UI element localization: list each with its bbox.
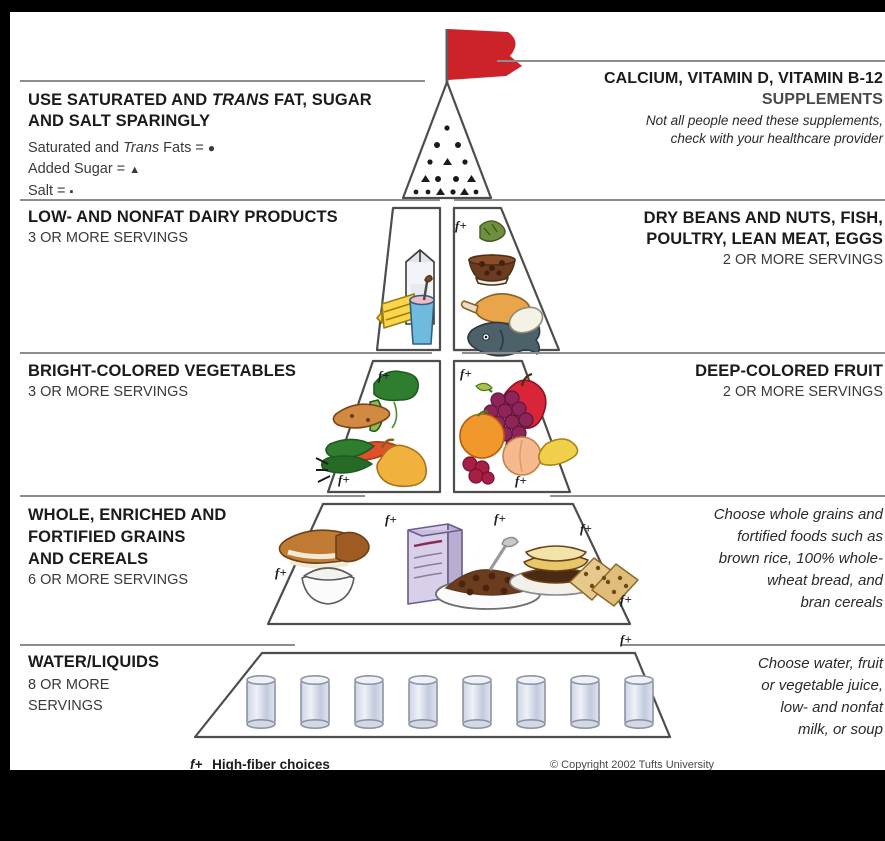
grains-note-line1: Choose whole grains and (713, 506, 883, 523)
pyramid-card: f+ f+ f+ f+ f+ f+ f+ f+ f+ f+ f+ US (10, 12, 885, 770)
water-servings-line1: 8 OR MORE (28, 677, 110, 693)
grains-servings: 6 OR MORE SERVINGS (28, 572, 189, 588)
water-note-line1: Choose water, fruit (757, 655, 883, 672)
water-glass (462, 674, 492, 729)
legend-salt: Salt = ▪ (28, 183, 74, 199)
footer-copyright: © Copyright 2002 Tufts University (550, 759, 715, 770)
water-glass (624, 674, 654, 729)
water-glass (408, 674, 438, 729)
grains-note: Choose whole grains and fortified foods … (620, 504, 883, 614)
water-note: Choose water, fruit or vegetable juice, … (620, 653, 883, 741)
fiber-marker: f+ (338, 472, 350, 487)
supplements-line2: SUPPLEMENTS (761, 91, 883, 108)
apex-right-heading: CALCIUM, VITAMIN D, VITAMIN B-12 SUPPLEM… (500, 68, 883, 110)
water-servings: 8 OR MORE SERVINGS (28, 675, 288, 717)
food-pear (538, 438, 579, 466)
pyramid-graphic: f+ f+ f+ f+ f+ f+ f+ f+ f+ f+ f+ (193, 29, 672, 739)
vegetables-heading: BRIGHT-COLORED VEGETABLES (28, 362, 297, 380)
protein-servings: 2 OR MORE SERVINGS (722, 252, 883, 268)
water-note-line3: low- and nonfat (780, 699, 883, 716)
fiber-key-label: High-fiber choices (212, 757, 330, 770)
rule-grains-right (550, 495, 885, 497)
apex-legend: Saturated and Trans Fats = ● Added Sugar… (28, 138, 398, 203)
rule-dairy (20, 199, 440, 201)
water-glass-row (246, 674, 654, 729)
water-heading: WATER/LIQUIDS (28, 653, 160, 671)
rule-fruit (462, 352, 885, 354)
fiber-marker: f+ (620, 592, 632, 607)
fiber-key-symbol: f+ (190, 757, 203, 770)
fiber-marker: f+ (580, 521, 592, 536)
water-note-line4: milk, or soup (797, 721, 883, 738)
grains-heading-line1: WHOLE, ENRICHED AND (28, 506, 227, 524)
food-bread-loaf (278, 529, 370, 569)
grains-note-line5: bran cereals (800, 594, 883, 611)
grains-heading: WHOLE, ENRICHED AND FORTIFIED GRAINS AND… (28, 504, 348, 570)
fruit-servings: 2 OR MORE SERVINGS (722, 384, 883, 400)
food-berries (462, 456, 495, 485)
fiber-markers: f+ f+ f+ f+ f+ f+ f+ f+ f+ f+ f+ (275, 218, 632, 647)
fiber-marker: f+ (275, 565, 287, 580)
food-greens (315, 438, 375, 483)
fiber-marker: f+ (620, 632, 632, 647)
food-crackers (569, 557, 639, 607)
food-beans-bowl (468, 254, 516, 286)
vegetables-servings: 3 OR MORE SERVINGS (28, 384, 189, 400)
food-nuts (479, 220, 506, 242)
supplements-line1: CALCIUM, VITAMIN D, VITAMIN B-12 (603, 70, 883, 87)
apex-symbol-cluster (413, 125, 479, 195)
rule-water (20, 644, 295, 646)
food-yogurt-cup (409, 274, 435, 345)
rule-water-right (622, 644, 885, 646)
rule-apex-left (20, 80, 425, 82)
food-rice-bowl (301, 567, 355, 605)
rule-apex-right (497, 60, 885, 62)
fiber-marker: f+ (455, 218, 467, 233)
grains-note-line3: brown rice, 100% whole- (718, 550, 883, 567)
water-glass (300, 674, 330, 729)
protein-heading: DRY BEANS AND NUTS, FISH, POULTRY, LEAN … (550, 208, 883, 250)
food-sweet-potato (332, 403, 391, 429)
fruit-heading: DEEP-COLORED FRUIT (695, 362, 883, 380)
legend-sugar: Added Sugar = ▲ (28, 161, 141, 177)
grains-heading-line3: AND CEREALS (28, 550, 149, 568)
dairy-heading: LOW- AND NONFAT DAIRY PRODUCTS (28, 208, 338, 226)
apex-right-note: Not all people need these supplements, c… (500, 112, 883, 148)
tier-apex-shape (401, 80, 493, 200)
protein-heading-line2: POULTRY, LEAN MEAT, EGGS (646, 230, 883, 248)
rule-grains (20, 495, 365, 497)
dairy-servings: 3 OR MORE SERVINGS (28, 230, 189, 246)
food-orange (459, 410, 505, 459)
fiber-marker: f+ (378, 368, 390, 383)
supplements-note1: Not all people need these supplements, (645, 113, 883, 128)
fiber-marker: f+ (460, 366, 472, 381)
legend-fats: Saturated and Trans Fats = ● (28, 140, 216, 156)
footer-fiber-key: f+ High-fiber choices (190, 757, 330, 770)
red-flag-icon (448, 29, 516, 80)
rule-protein (454, 199, 885, 201)
food-egg (508, 306, 544, 334)
food-squash (376, 438, 427, 488)
fiber-marker: f+ (385, 512, 397, 527)
food-peach (502, 436, 542, 476)
grains-note-line2: fortified foods such as (737, 528, 883, 545)
water-note-line2: or vegetable juice, (761, 677, 883, 694)
grains-note-line4: wheat bread, and (767, 572, 883, 589)
fiber-marker: f+ (515, 473, 527, 488)
water-glass (246, 674, 276, 729)
supplements-note2: check with your healthcare provider (670, 131, 883, 146)
protein-heading-line1: DRY BEANS AND NUTS, FISH, (643, 209, 883, 227)
water-servings-line2: SERVINGS (28, 698, 103, 714)
apex-heading-line2: AND SALT SPARINGLY (28, 112, 211, 130)
grains-heading-line2: FORTIFIED GRAINS (28, 528, 186, 546)
water-glass (516, 674, 546, 729)
apex-left-heading: USE SATURATED AND TRANS FAT, SUGAR AND S… (28, 90, 398, 132)
water-glass (570, 674, 600, 729)
rule-vegetables (20, 352, 432, 354)
water-glass (354, 674, 384, 729)
fiber-marker: f+ (494, 511, 506, 526)
apex-heading-line1: USE SATURATED AND TRANS FAT, SUGAR (28, 91, 372, 109)
